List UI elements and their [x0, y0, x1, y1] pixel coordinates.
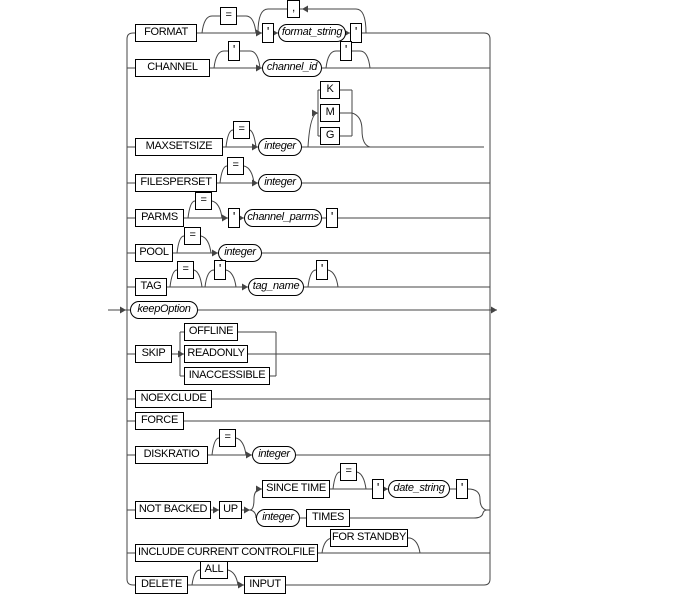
quote-box: ': [228, 41, 240, 61]
quote-box: ': [316, 260, 328, 280]
quote-box: ': [340, 41, 352, 61]
keyword-delete: DELETE: [135, 576, 188, 594]
keyword-inaccessible: INACCESSIBLE: [184, 367, 270, 385]
quote-box: ': [372, 479, 384, 499]
variable-channel-id: channel_id: [262, 59, 322, 77]
keyword-up: UP: [219, 501, 242, 519]
equals-box: =: [195, 192, 212, 210]
keyword-filesperset: FILESPERSET: [135, 174, 217, 192]
keyword-for-standby: FOR STANDBY: [330, 529, 408, 547]
keyword-not-backed: NOT BACKED: [135, 501, 211, 519]
keyword-offline: OFFLINE: [184, 323, 238, 341]
variable-tag-name: tag_name: [248, 278, 304, 296]
variable-integer: integer: [218, 244, 262, 262]
equals-box: =: [177, 261, 194, 279]
keyword-m: M: [320, 104, 340, 122]
quote-box: ': [326, 208, 338, 228]
keyword-since-time: SINCE TIME: [262, 480, 330, 498]
equals-box: =: [233, 121, 250, 139]
quote-box: ': [262, 23, 274, 43]
variable-integer: integer: [258, 138, 302, 156]
equals-box: =: [220, 7, 237, 25]
equals-box: =: [340, 463, 357, 481]
equals-box: =: [227, 157, 244, 175]
quote-box: ': [214, 260, 226, 280]
keyword-g: G: [320, 127, 340, 145]
equals-box: =: [219, 429, 236, 447]
keyword-pool: POOL: [135, 244, 173, 262]
arrowheads: [120, 5, 497, 589]
keyword-k: K: [320, 81, 340, 99]
keyword-times: TIMES: [306, 509, 350, 527]
keyword-maxsetsize: MAXSETSIZE: [135, 138, 223, 156]
keyword-all: ALL: [200, 561, 228, 579]
variable-integer: integer: [252, 446, 296, 464]
keyword-channel: CHANNEL: [135, 59, 210, 77]
keyword-skip: SKIP: [135, 345, 172, 363]
keyword-format: FORMAT: [135, 24, 197, 42]
keyword-tag: TAG: [135, 278, 167, 296]
variable-format-string: format_string: [278, 24, 346, 42]
keyword-noexclude: NOEXCLUDE: [135, 390, 212, 408]
variable-integer: integer: [258, 174, 302, 192]
keyword-parms: PARMS: [135, 209, 184, 227]
keyword-input: INPUT: [244, 576, 286, 594]
quote-box: ': [228, 208, 240, 228]
variable-date-string: date_string: [388, 480, 450, 498]
keyword-include-current-controlfile: INCLUDE CURRENT CONTROLFILE: [135, 544, 318, 562]
variable-channel-parms: channel_parms: [244, 209, 322, 227]
variable-integer: integer: [256, 509, 300, 527]
keyword-diskratio: DISKRATIO: [135, 446, 208, 464]
quote-box: ': [350, 23, 362, 43]
keyword-force: FORCE: [135, 412, 184, 430]
comma-box: ,: [287, 0, 300, 18]
equals-box: =: [184, 227, 201, 245]
quote-box: ': [456, 479, 468, 499]
variable-keep-option: keepOption: [130, 301, 198, 319]
keyword-readonly: READONLY: [184, 345, 248, 363]
